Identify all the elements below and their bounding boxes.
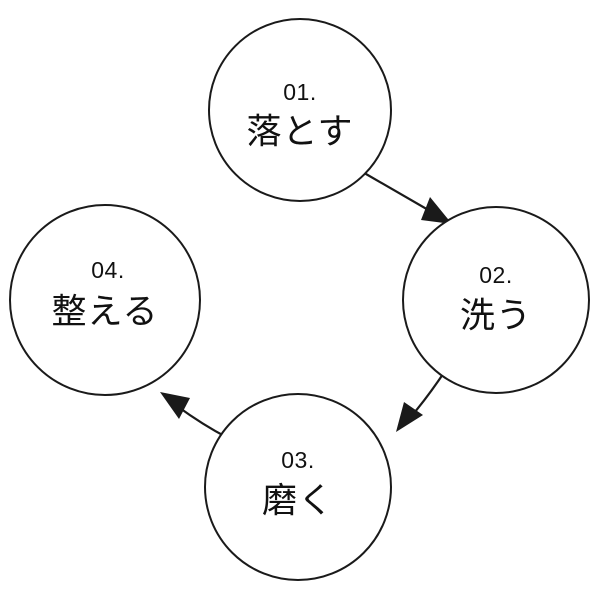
node-02-label: 洗う (460, 296, 532, 335)
node-02-index: 02. (479, 262, 512, 288)
connector-03-to-04 (160, 392, 230, 440)
node-03-label: 磨く (262, 481, 334, 520)
node-01-otosu[interactable]: 01. 落とす (208, 18, 392, 202)
connector-01-to-02 (364, 172, 452, 224)
arrowhead-01-02 (421, 197, 452, 224)
node-03-index: 03. (281, 447, 314, 473)
node-01-label: 落とす (247, 112, 354, 151)
node-03-migaku[interactable]: 03. 磨く (204, 393, 392, 581)
node-04-totonoeru[interactable]: 04. 整える (9, 204, 201, 396)
node-04-index: 04. (91, 257, 124, 283)
arrowhead-02-03 (396, 402, 423, 432)
node-02-circle[interactable] (402, 206, 590, 394)
connector-02-to-03 (396, 372, 445, 432)
node-03-circle[interactable] (204, 393, 392, 581)
node-04-label: 整える (52, 292, 159, 331)
connector-line-03-04 (175, 404, 230, 440)
node-01-circle[interactable] (208, 18, 392, 202)
node-02-arau[interactable]: 02. 洗う (402, 206, 590, 394)
node-01-index: 01. (283, 79, 316, 105)
arrowhead-03-04 (160, 392, 190, 419)
node-04-circle[interactable] (9, 204, 201, 396)
